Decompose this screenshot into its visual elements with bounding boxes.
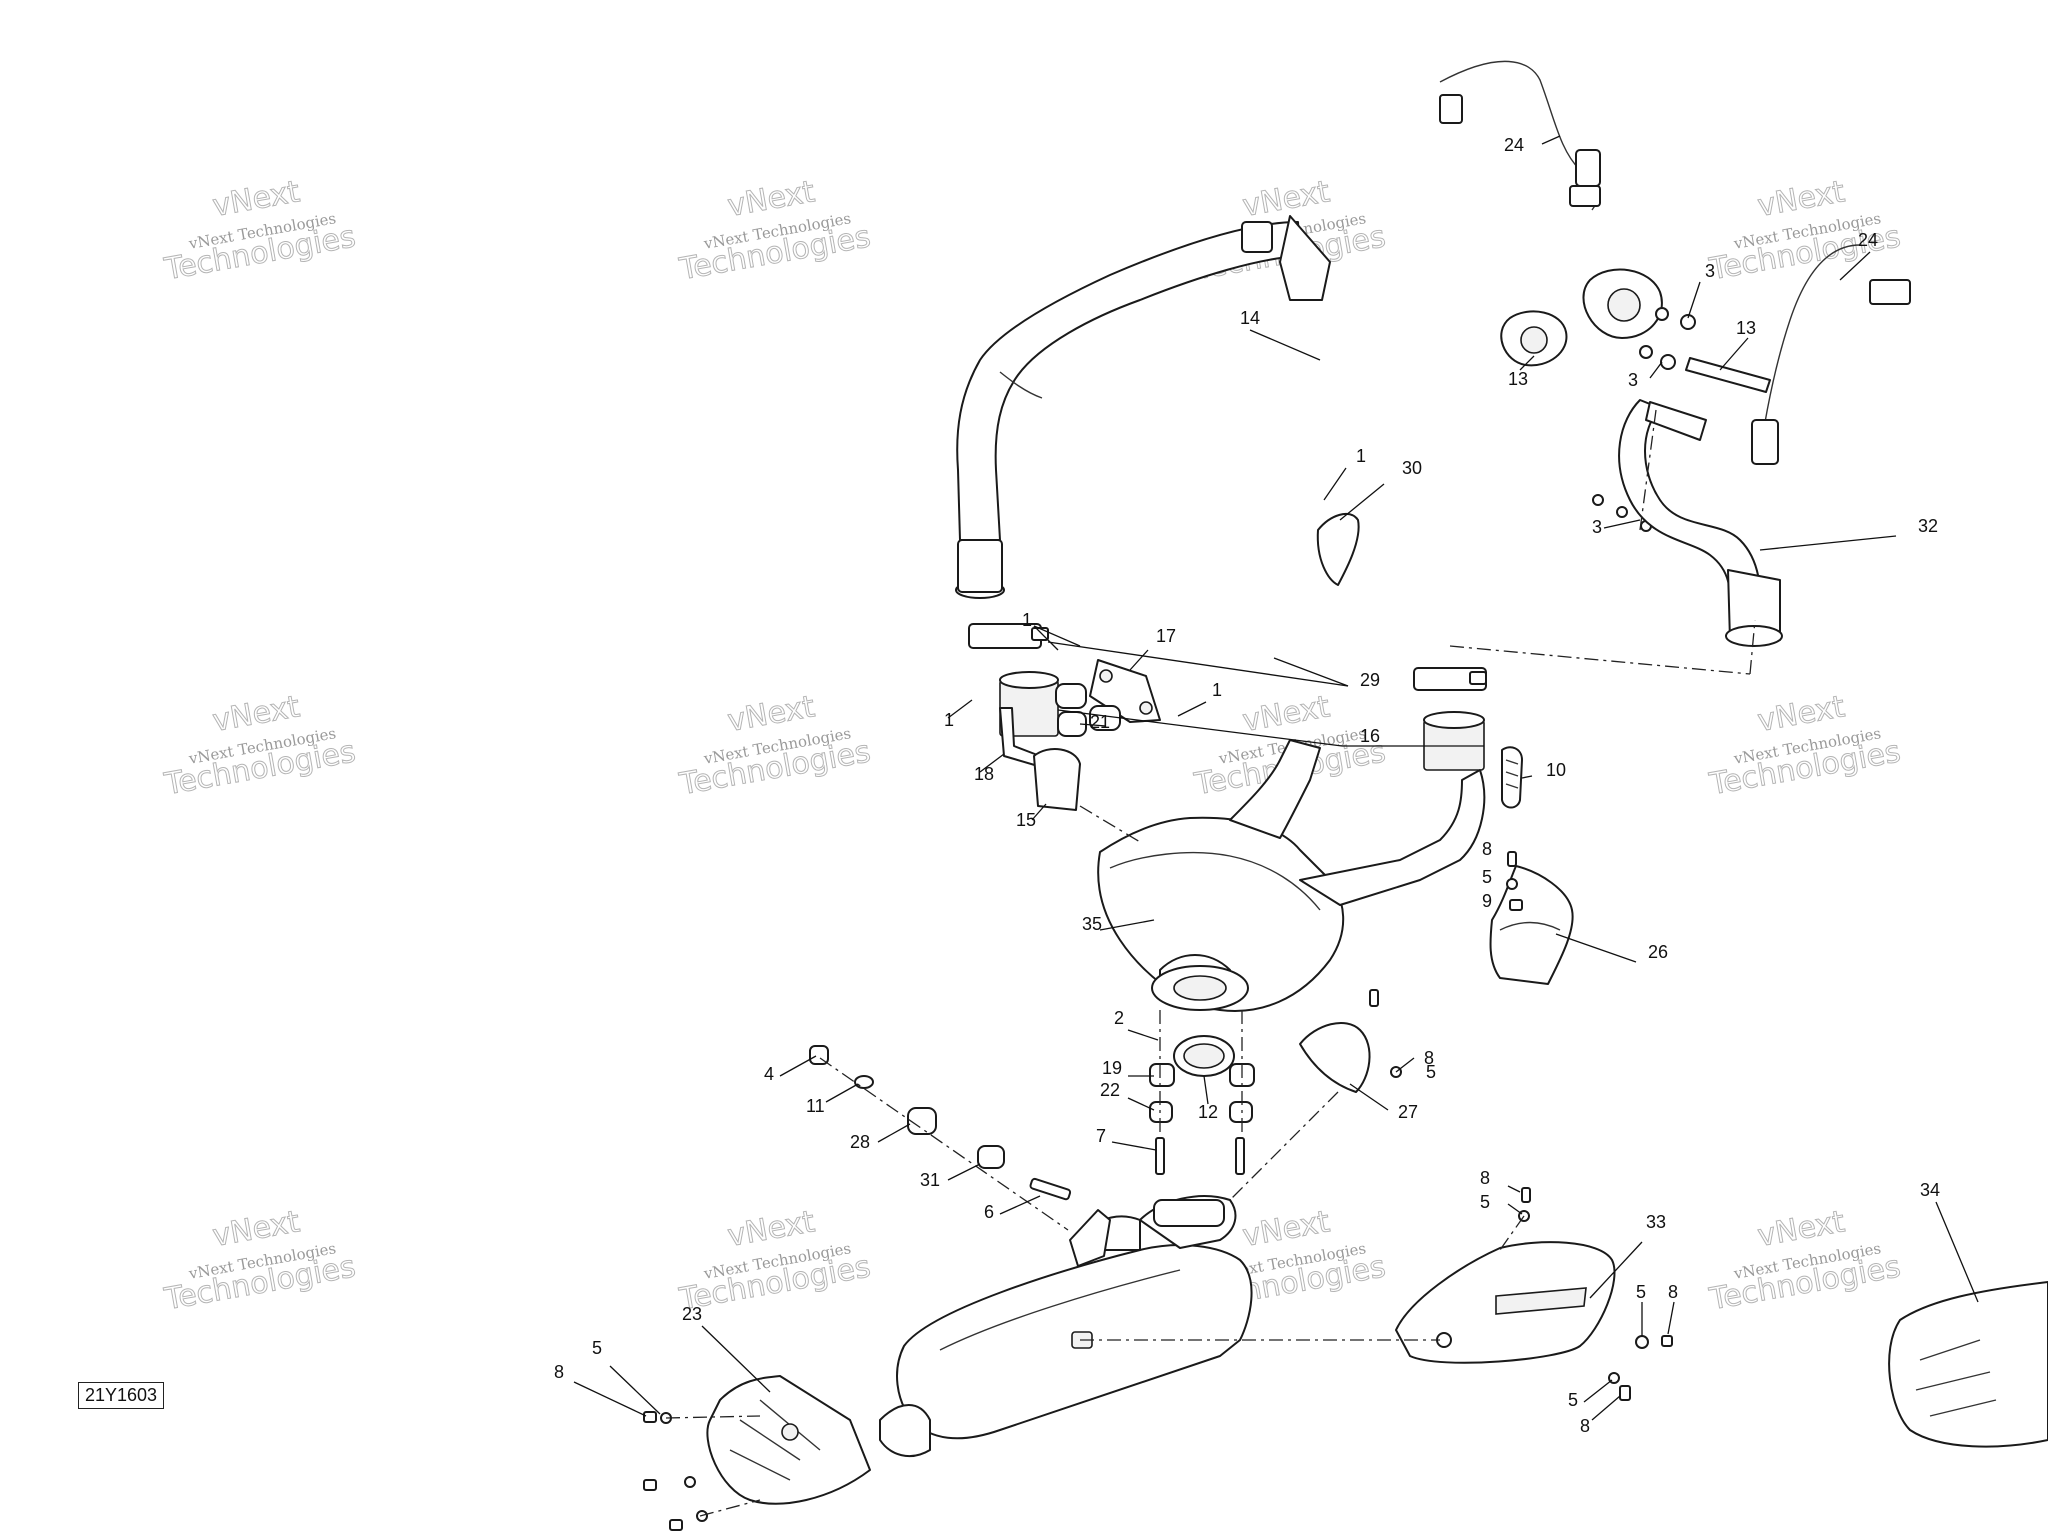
callout-number: 4 xyxy=(764,1064,774,1084)
callout-number: 1 xyxy=(1022,610,1032,630)
header-gasket-right xyxy=(1685,357,1771,393)
callout-number: 8 xyxy=(1580,1416,1590,1436)
callout-number: 1 xyxy=(1356,446,1366,466)
callout-number: 5 xyxy=(1568,1390,1578,1410)
callout-number: 28 xyxy=(850,1132,870,1152)
callout-number: 12 xyxy=(1198,1102,1218,1122)
callout-number: 5 xyxy=(1426,1062,1436,1082)
callout-number: 13 xyxy=(1508,369,1528,389)
rubber-mount xyxy=(1033,748,1081,811)
callout-number: 27 xyxy=(1398,1102,1418,1122)
callout-number: 23 xyxy=(682,1304,702,1324)
callout-number: 8 xyxy=(1480,1168,1490,1188)
callout-number: 13 xyxy=(1736,318,1756,338)
flange-left xyxy=(1582,268,1663,339)
reference-code-box: 21Y1603 xyxy=(78,1382,165,1409)
callout-number: 24 xyxy=(1504,135,1524,155)
leader-lines xyxy=(573,135,1979,1421)
callout-number: 19 xyxy=(1102,1058,1122,1078)
callout-number: 18 xyxy=(974,764,994,784)
callout-number: 31 xyxy=(920,1170,940,1190)
callout-number: 34 xyxy=(1920,1180,1940,1200)
screws-washers xyxy=(643,851,1673,1531)
callout-number: 10 xyxy=(1546,760,1566,780)
callout-number: 5 xyxy=(1636,1282,1646,1302)
heat-shield-27 xyxy=(1299,1021,1371,1093)
callout-number: 1 xyxy=(944,710,954,730)
callout-number: 8 xyxy=(1668,1282,1678,1302)
clamp-right xyxy=(1413,667,1487,691)
callout-number: 26 xyxy=(1648,942,1668,962)
callout-number: 1 xyxy=(1212,680,1222,700)
callout-number: 33 xyxy=(1646,1212,1666,1232)
muffler-body xyxy=(1097,739,1486,1012)
muffler-flange xyxy=(1151,965,1249,1011)
callout-number: 5 xyxy=(1482,867,1492,887)
sleeve-left xyxy=(999,671,1059,737)
oxygen-sensor-right xyxy=(1751,244,1911,465)
callout-number: 22 xyxy=(1100,1080,1120,1100)
reference-code: 21Y1603 xyxy=(85,1385,158,1405)
callout-number: 11 xyxy=(806,1096,825,1116)
silencer-bracket xyxy=(1069,1199,1225,1267)
nuts xyxy=(1592,307,1696,532)
oxygen-sensor-left xyxy=(1439,60,1601,211)
sleeve-right xyxy=(1423,711,1485,771)
callout-number: 8 xyxy=(1482,839,1492,859)
callout-number: 16 xyxy=(1360,726,1380,746)
spring xyxy=(1501,746,1523,809)
callout-number: 35 xyxy=(1082,914,1102,934)
callout-number: 8 xyxy=(1424,1048,1434,1068)
gasket-ring xyxy=(1173,1035,1235,1077)
silencer-body xyxy=(879,1195,1253,1458)
end-cap-left xyxy=(706,1375,871,1505)
end-cover xyxy=(1395,1241,1616,1364)
callout-number: 8 xyxy=(554,1362,564,1382)
callout-number: 7 xyxy=(1096,1126,1106,1146)
grommets xyxy=(1055,683,1121,737)
header-gasket-left xyxy=(1500,310,1568,367)
callout-number: 5 xyxy=(1480,1192,1490,1212)
callout-number: 6 xyxy=(984,1202,994,1222)
heat-shield-26 xyxy=(1489,865,1574,985)
callout-number: 5 xyxy=(592,1338,602,1358)
callout-number: 15 xyxy=(1016,810,1036,830)
callout-number: 24 xyxy=(1858,230,1878,250)
bolts-7 xyxy=(1155,1137,1245,1175)
mount-hardware xyxy=(809,1045,1072,1201)
header-pipe xyxy=(955,215,1331,599)
callout-number: 17 xyxy=(1156,626,1176,646)
callout-number: 32 xyxy=(1918,516,1938,536)
end-cap-right xyxy=(1888,1281,2048,1448)
callout-number: 3 xyxy=(1628,370,1638,390)
callout-number: 29 xyxy=(1360,670,1380,690)
callout-number: 14 xyxy=(1240,308,1260,328)
callout-number: 3 xyxy=(1592,517,1602,537)
heat-shield-30 xyxy=(1316,512,1360,586)
rear-header-pipe xyxy=(1618,399,1783,647)
callout-number: 3 xyxy=(1705,261,1715,281)
callout-number: 2 xyxy=(1114,1008,1124,1028)
callout-number: 21 xyxy=(1090,712,1110,732)
callout-number: 30 xyxy=(1402,458,1422,478)
callout-number: 9 xyxy=(1482,891,1492,911)
